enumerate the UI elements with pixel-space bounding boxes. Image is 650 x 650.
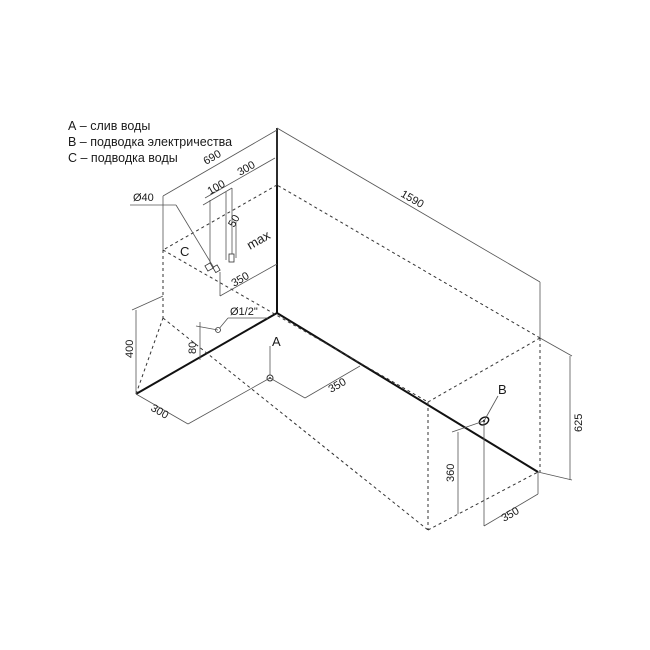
tub-solid-edges — [135, 128, 539, 473]
dim-400-label: 400 — [124, 340, 136, 358]
dim-350-upper-label: 350 — [230, 270, 252, 290]
dim-80-label: 80 — [187, 342, 199, 354]
tub-dashed-edges — [135, 184, 541, 531]
legend-item-b: В – подводка электричества — [68, 135, 233, 149]
dim-300-left-label: 300 — [149, 402, 171, 422]
dim-100: 100 — [202, 178, 233, 206]
dim-300-top-label: 300 — [236, 159, 258, 179]
dim-100-label: 100 — [206, 178, 228, 198]
dim-d40-label: Ø40 — [133, 192, 154, 204]
dim-50-max: 50 max — [226, 213, 273, 258]
dim-width-label: 690 — [202, 148, 224, 168]
dim-625-label: 625 — [573, 414, 585, 432]
dim-360: 360 — [445, 420, 485, 514]
marker-a: A — [272, 334, 281, 349]
dim-350-right-label: 350 — [500, 505, 522, 525]
legend: А – слив воды В – подводка электричества… — [68, 118, 232, 166]
dim-d12-label: Ø1/2" — [230, 306, 258, 318]
dim-350-drain-label: 350 — [327, 376, 349, 396]
dim-400: 400 — [124, 295, 164, 394]
dim-d40: Ø40 — [130, 192, 215, 269]
legend-item-c: С – подводка воды — [68, 151, 178, 165]
dim-360-label: 360 — [445, 464, 457, 482]
dim-d12: Ø1/2" — [215, 306, 268, 333]
dim-350-right: 350 — [483, 421, 539, 527]
water-supply-pipes — [204, 188, 235, 274]
marker-b: B — [498, 382, 507, 397]
dim-80: 80 — [187, 322, 219, 360]
dim-625: 625 — [537, 337, 585, 481]
legend-item-a: А – слив воды — [68, 119, 151, 133]
drain-a: A 350 — [266, 334, 361, 399]
dim-length: 1590 — [276, 127, 541, 338]
marker-c: C — [180, 244, 189, 259]
electrical-b: B — [478, 382, 507, 426]
dim-350-upper: 350 — [219, 263, 278, 297]
dim-50-label: 50 — [226, 213, 243, 230]
dim-max-label: max — [244, 227, 273, 253]
dim-300-left: 300 — [135, 377, 271, 425]
